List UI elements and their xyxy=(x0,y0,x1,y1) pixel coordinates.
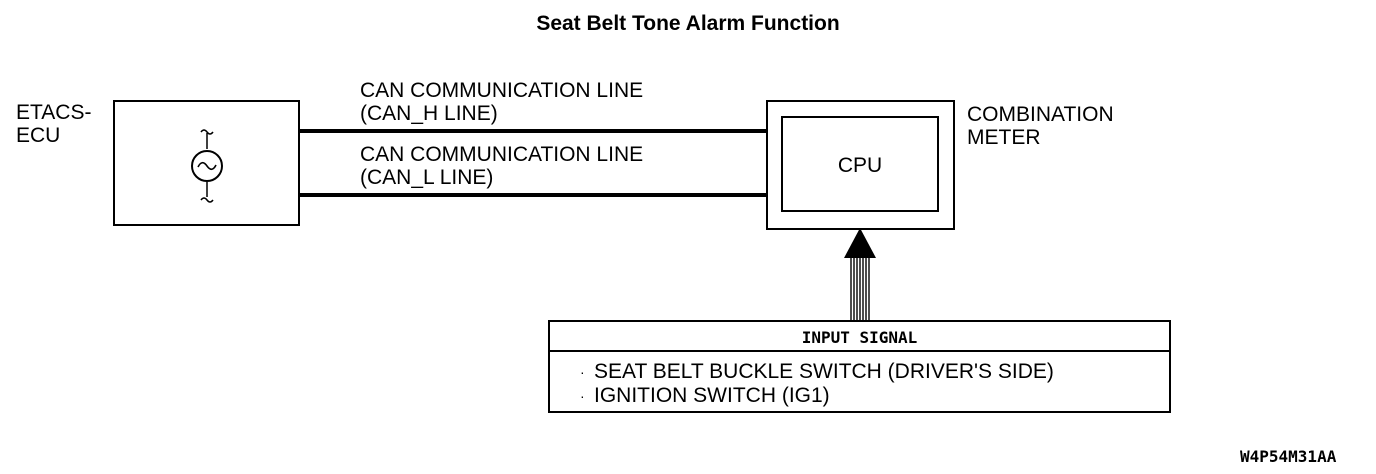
input-signal-item: · IGNITION SWITCH (IG1) xyxy=(580,384,830,408)
can-h-label: CAN COMMUNICATION LINE (CAN_H LINE) xyxy=(360,79,643,125)
input-signal-arrow xyxy=(844,228,876,322)
can-l-label-line2: (CAN_L LINE) xyxy=(360,166,494,189)
etacs-ecu-label-line2: ECU xyxy=(16,124,61,147)
combination-meter-label: COMBINATION METER xyxy=(967,103,1114,149)
combination-meter-label-line2: METER xyxy=(967,126,1041,149)
bullet-icon: · xyxy=(580,388,585,405)
input-signal-divider xyxy=(550,350,1169,352)
input-signal-item-label: SEAT BELT BUCKLE SWITCH (DRIVER'S SIDE) xyxy=(594,360,1054,383)
etacs-ecu-box xyxy=(113,100,300,226)
input-signal-item-label: IGNITION SWITCH (IG1) xyxy=(594,384,830,407)
diagram-title: Seat Belt Tone Alarm Function xyxy=(536,12,840,35)
cpu-box: CPU xyxy=(781,116,939,212)
can-h-label-line1: CAN COMMUNICATION LINE xyxy=(360,79,644,102)
can-l-line xyxy=(300,193,783,197)
can-l-label: CAN COMMUNICATION LINE (CAN_L LINE) xyxy=(360,143,643,189)
combination-meter-label-line1: COMBINATION xyxy=(967,103,1114,126)
can-l-label-line1: CAN COMMUNICATION LINE xyxy=(360,143,644,166)
cpu-label: CPU xyxy=(837,154,883,177)
can-h-line xyxy=(300,129,783,133)
etacs-ecu-label-line1: ETACS- xyxy=(16,101,92,124)
can-h-label-line2: (CAN_H LINE) xyxy=(360,102,498,125)
input-signal-item: · SEAT BELT BUCKLE SWITCH (DRIVER'S SIDE) xyxy=(580,360,1054,384)
input-signal-table: INPUT SIGNAL · SEAT BELT BUCKLE SWITCH (D… xyxy=(548,320,1171,413)
etacs-ecu-label: ETACS- ECU xyxy=(16,101,91,147)
figure-code: W4P54M31AA xyxy=(1240,447,1337,466)
input-signal-header: INPUT SIGNAL xyxy=(801,328,918,347)
bullet-icon: · xyxy=(580,364,585,381)
oscillator-icon xyxy=(191,129,223,203)
